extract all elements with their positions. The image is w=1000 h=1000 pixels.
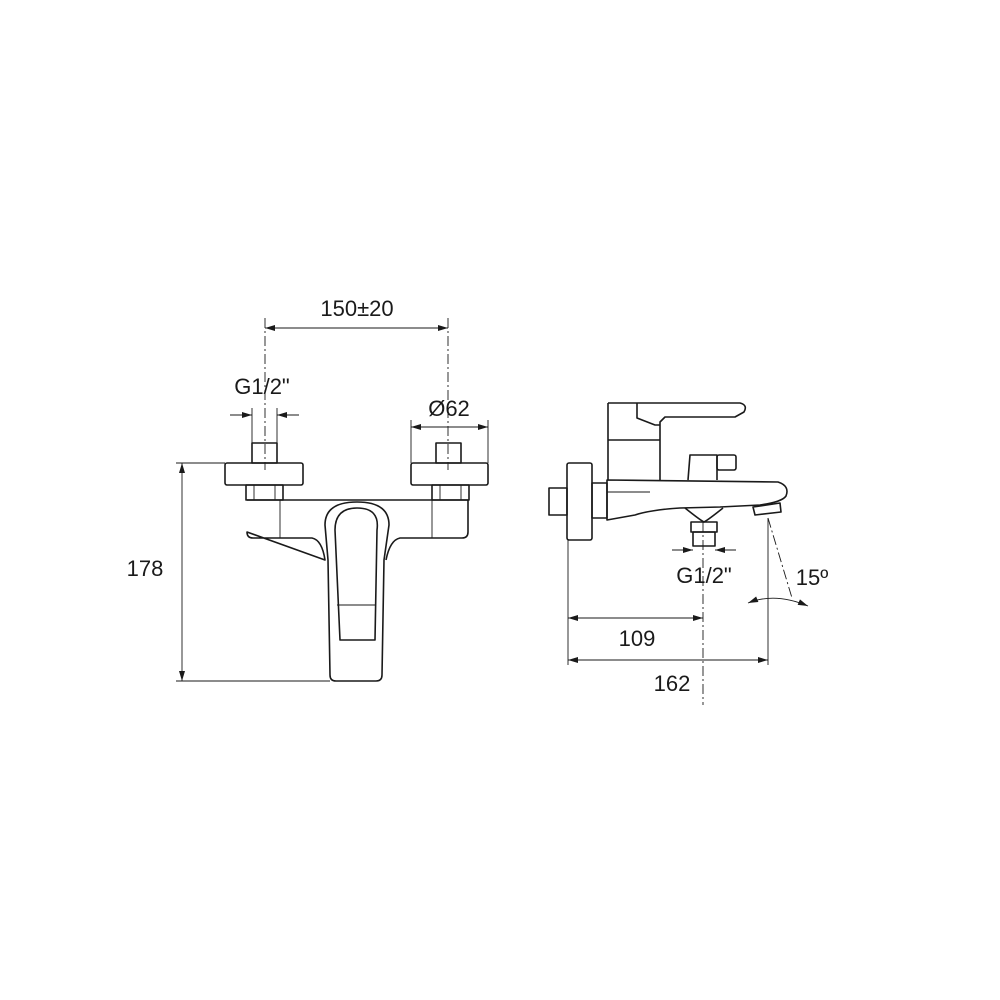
spout-angle-arc	[747, 596, 809, 607]
side-nut	[591, 482, 608, 519]
aerator	[752, 502, 782, 516]
front-view: 150±20 G1/2" Ø62	[127, 296, 489, 682]
lever-handle	[324, 501, 390, 682]
height-label: 178	[127, 556, 164, 581]
side-lever	[607, 402, 747, 480]
right-inlet-stem	[435, 442, 462, 464]
spout-angle-line	[767, 517, 793, 599]
total-depth-label: 162	[654, 671, 691, 696]
left-nut	[245, 484, 284, 501]
right-nut	[431, 484, 470, 501]
spout-body	[606, 479, 788, 521]
right-flange	[410, 462, 489, 486]
outlet-depth-label: 109	[619, 626, 656, 651]
outlet-nut	[690, 521, 718, 533]
inlet-thread-label: G1/2"	[234, 374, 290, 399]
center-distance-label: 150±20	[320, 296, 393, 321]
side-flange	[566, 462, 593, 541]
side-view: G1/2" 15º 109 162	[548, 402, 829, 705]
left-flange	[224, 462, 304, 486]
diverter-knob	[687, 454, 718, 481]
side-lever-detail	[636, 403, 660, 426]
lever-face	[334, 507, 379, 641]
bottom-outlet	[684, 507, 724, 523]
spout-angle-label: 15º	[796, 565, 829, 590]
flange-diameter-label: Ø62	[428, 396, 470, 421]
mixer-body	[246, 499, 469, 561]
left-inlet-stem	[251, 442, 278, 464]
side-inlet-stub	[548, 487, 568, 516]
outlet-thread-label: G1/2"	[676, 563, 732, 588]
outlet-thread	[692, 531, 716, 547]
diverter-button	[716, 454, 737, 471]
